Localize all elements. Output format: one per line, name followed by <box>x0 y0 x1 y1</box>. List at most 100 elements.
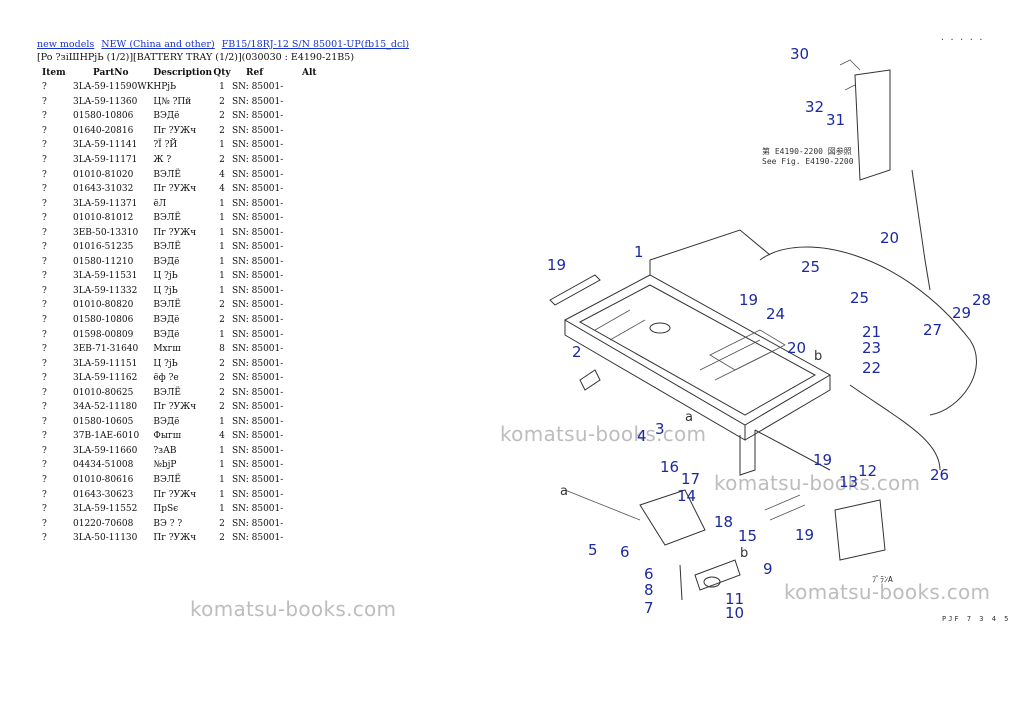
cell-qty: 4 <box>219 431 225 442</box>
cell-description: ВЭДё <box>153 329 180 340</box>
cell-partno: 3LA-59-11171 <box>73 155 138 165</box>
svg-text:21: 21 <box>862 323 881 341</box>
cell-item: ? <box>42 155 47 165</box>
cell-item: ? <box>42 445 47 456</box>
detail-label: ﾌﾟﾗﾝA <box>872 575 893 584</box>
page-title: [Po ?зiШНРjЬ (1/2)][BATTERY TRAY (1/2)](… <box>37 52 355 63</box>
cell-ref: SN: 85001- <box>232 533 284 544</box>
cell-partno: 34A-52-11180 <box>73 402 138 413</box>
cell-item: ? <box>42 242 47 253</box>
cell-item: ? <box>42 475 47 486</box>
cell-item: ? <box>42 373 47 384</box>
col-header-partno: PartNo <box>93 68 129 78</box>
cell-item: ? <box>42 213 47 224</box>
cell-description: ВЭЛЁ <box>153 387 181 398</box>
cell-description: ВЭ ? ? <box>153 518 183 529</box>
cell-partno: 3LA-59-11552 <box>73 504 138 515</box>
svg-text:2: 2 <box>572 343 582 361</box>
cell-partno: 01643-31032 <box>73 184 134 195</box>
cell-description: Пг ?УЖч <box>153 533 197 544</box>
cell-item: ? <box>42 416 47 427</box>
cell-item: ? <box>42 271 47 282</box>
cell-ref: SN: 85001- <box>232 82 284 93</box>
cell-item: ? <box>42 256 47 267</box>
cell-item: ? <box>42 533 47 544</box>
cell-partno: 01580-11210 <box>73 256 134 267</box>
cell-alt <box>302 356 322 371</box>
cell-partno: 01016-51235 <box>73 242 134 253</box>
svg-text:12: 12 <box>858 462 877 480</box>
cell-alt <box>302 225 322 240</box>
cell-partno: 01010-80616 <box>73 475 134 486</box>
cell-qty: 1 <box>219 460 225 471</box>
watermark: komatsu-books.com <box>500 422 707 446</box>
upper-rod <box>854 69 891 181</box>
cell-description: ёЛ <box>153 198 167 209</box>
cell-alt <box>302 255 322 270</box>
ref-note-jp: 第 E4190-2200 図参照 <box>762 146 852 156</box>
cell-item: ? <box>42 387 47 398</box>
cell-item: ? <box>42 358 47 369</box>
cell-partno: 3LA-59-11590WK <box>73 82 154 93</box>
svg-text:a: a <box>685 410 693 425</box>
cell-ref: SN: 85001- <box>232 445 284 456</box>
cell-partno: 3LA-59-11332 <box>73 285 138 296</box>
col-header-item: Item <box>42 68 66 78</box>
cell-partno: 3LA-59-11660 <box>73 445 138 456</box>
cell-alt <box>302 167 322 182</box>
breadcrumb-link-region[interactable]: NEW (China and other) <box>101 39 215 50</box>
cell-qty: 1 <box>219 416 225 427</box>
svg-text:13: 13 <box>839 473 858 491</box>
svg-text:24: 24 <box>766 305 785 323</box>
cell-qty: 2 <box>219 111 225 122</box>
cell-description: ВЭДё <box>153 256 180 267</box>
cell-ref: SN: 85001- <box>232 213 284 224</box>
cell-item: ? <box>42 82 47 93</box>
col-header-ref: Ref <box>246 68 264 78</box>
cell-alt <box>302 124 322 139</box>
cell-description: ВЭЛЁ <box>153 213 181 224</box>
cell-alt <box>302 502 322 517</box>
breadcrumb-link-new-models[interactable]: new models <box>37 39 95 50</box>
svg-text:28: 28 <box>972 291 991 309</box>
svg-text:25: 25 <box>801 258 820 276</box>
svg-text:4: 4 <box>637 427 647 445</box>
cell-qty: 1 <box>219 489 225 500</box>
cell-description: Ц ?jЬ <box>153 358 178 369</box>
cell-alt <box>302 95 322 110</box>
cell-alt <box>302 211 322 226</box>
table-header-row: Item PartNo Description Qty Ref Alt <box>37 66 322 80</box>
battery-tray-frame <box>563 229 832 476</box>
cell-item: ? <box>42 140 47 151</box>
cell-partno: 3LA-59-11162 <box>73 373 138 384</box>
cell-description: ВЭЛЁ <box>153 169 181 180</box>
cell-partno: 3LA-50-11130 <box>73 533 138 544</box>
page-tag: PJF 7 3 4 5 <box>942 615 1011 623</box>
cell-ref: SN: 85001- <box>232 373 284 384</box>
breadcrumb-link-model[interactable]: FB15/18RJ-12 S/N 85001-UP(fb15_dcl) <box>221 39 410 50</box>
cell-description: Пг ?УЖч <box>153 184 197 195</box>
cell-description: ёф ?е <box>153 373 179 384</box>
cell-qty: 1 <box>219 227 225 238</box>
cell-partno: 01010-81012 <box>73 213 134 224</box>
diagram-callouts: 30 32 31 1 19 20 25 25 19 24 20 21 23 22… <box>547 45 991 622</box>
cell-alt <box>302 531 322 546</box>
cell-alt <box>302 138 322 153</box>
cell-ref: SN: 85001- <box>232 344 284 355</box>
svg-text:8: 8 <box>644 581 654 599</box>
svg-text:20: 20 <box>880 229 899 247</box>
cell-description: ВЭДё <box>153 111 180 122</box>
cell-qty: 2 <box>219 387 225 398</box>
